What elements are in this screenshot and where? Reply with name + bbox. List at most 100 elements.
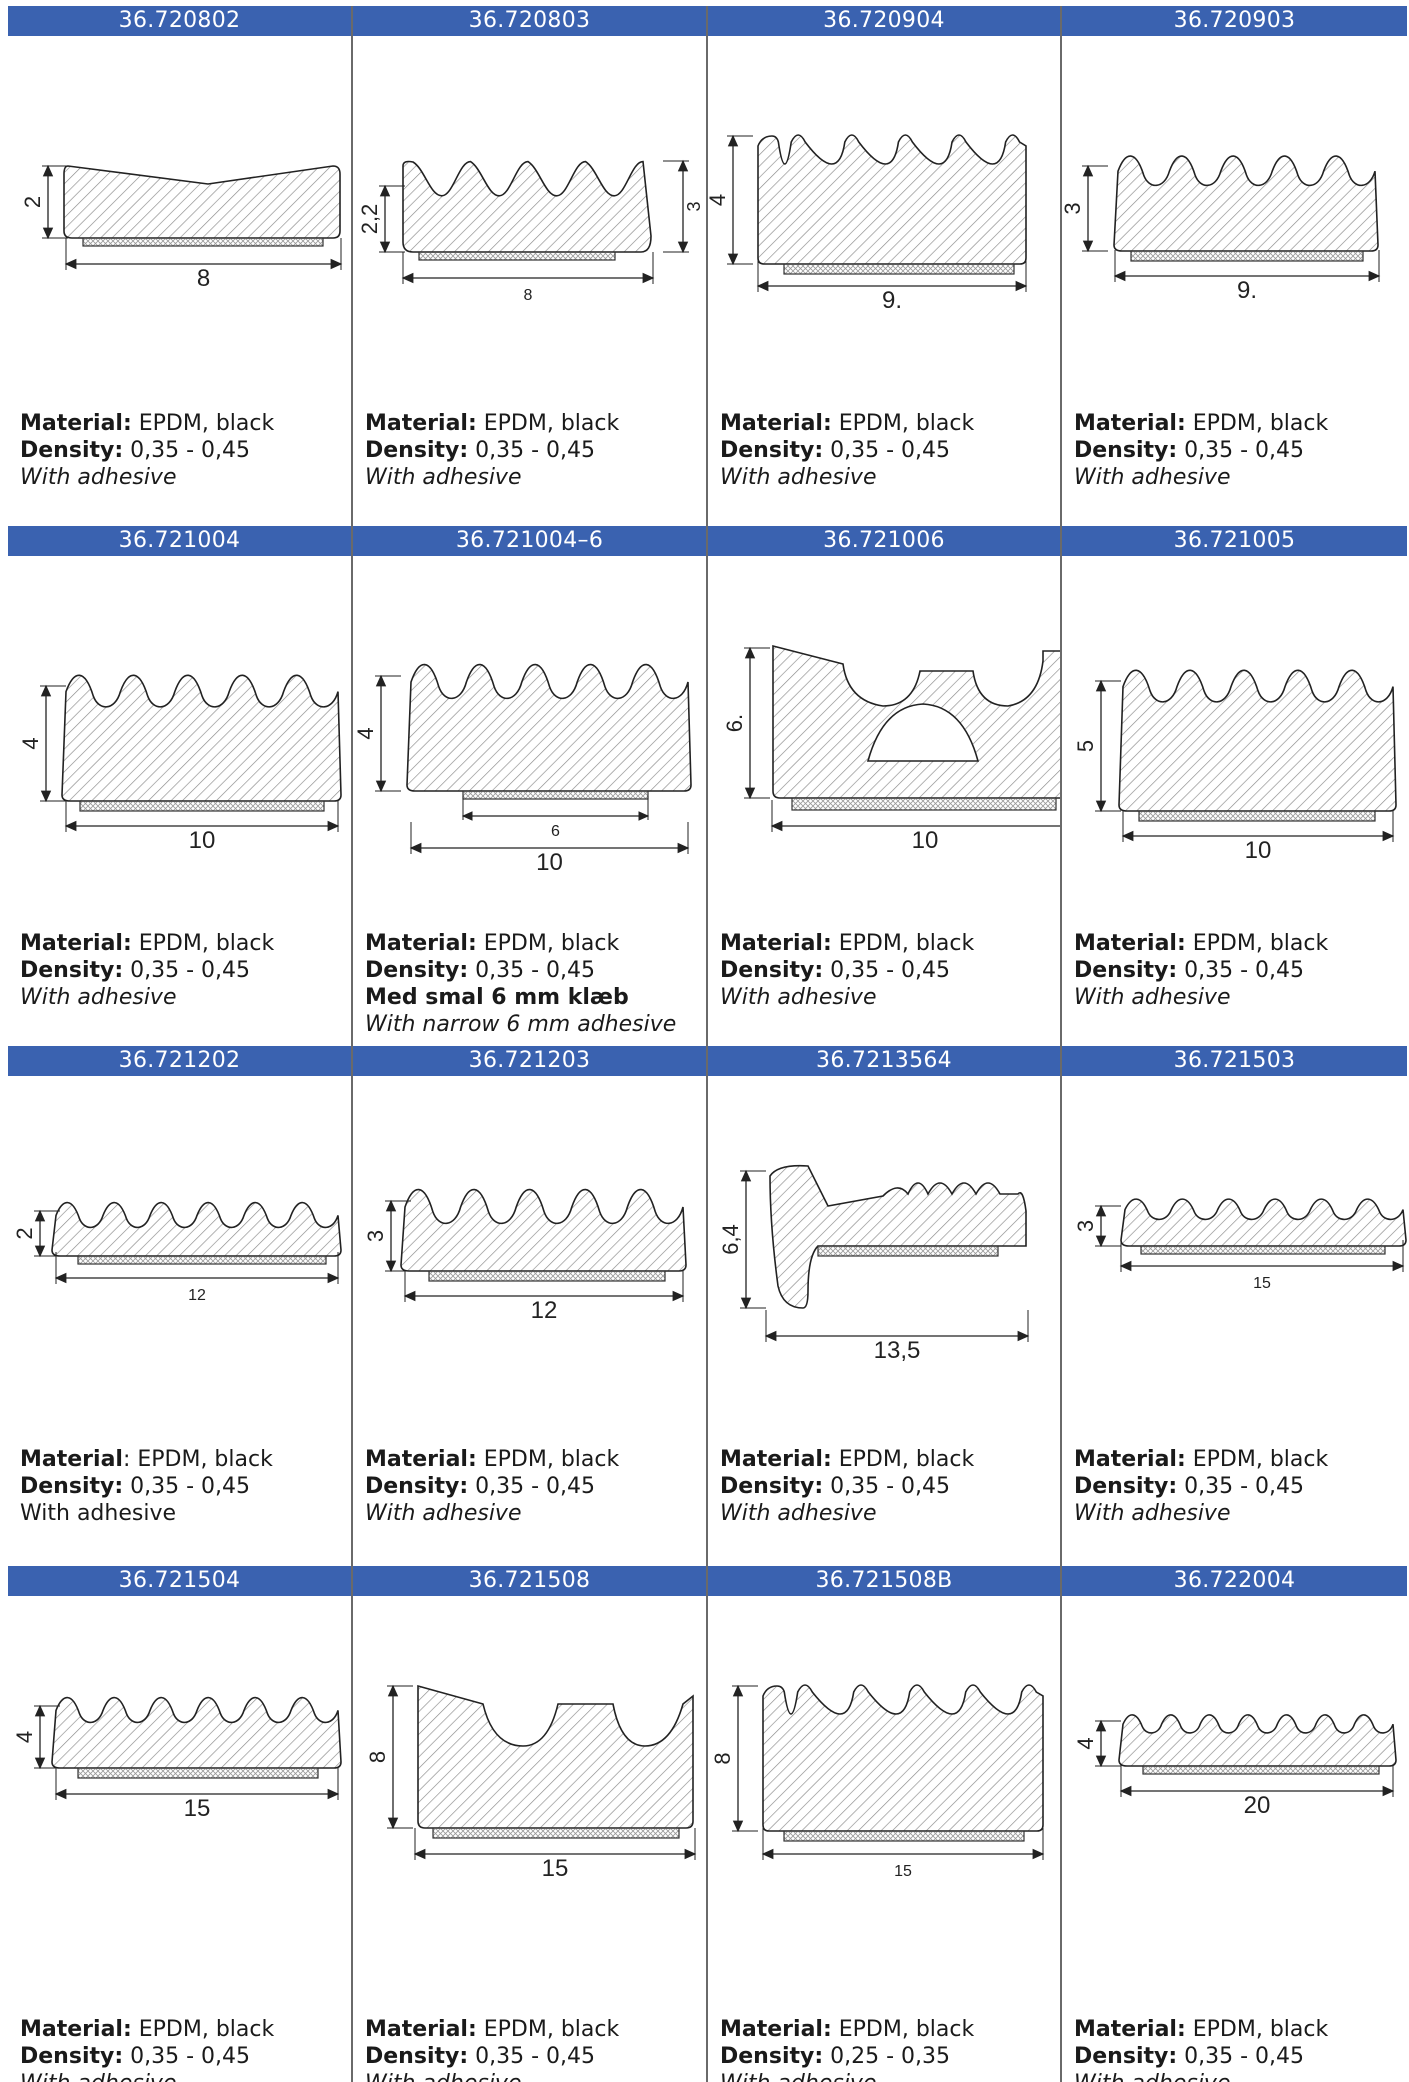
adhesive-note: With adhesive	[1074, 465, 1231, 490]
profile-shape	[406, 663, 692, 792]
density-label: Density:	[365, 2044, 469, 2069]
material-line: Material: EPDM, black	[20, 2016, 345, 2043]
material-line: Material: EPDM, black	[1074, 410, 1401, 437]
density-value: 0,35 - 0,45	[468, 958, 596, 983]
width-dimension: 15	[184, 1795, 211, 1822]
adhesive-strip	[428, 1270, 666, 1282]
width-dimension: 13,5	[874, 1337, 921, 1364]
adhesive-note: With adhesive	[720, 465, 877, 490]
density-label: Density:	[720, 2044, 824, 2069]
adhesive-note: With adhesive	[1074, 2070, 1401, 2082]
adhesive-note: Med smal 6 mm klæb	[365, 985, 629, 1010]
profile-shape	[1118, 669, 1397, 812]
adhesive-strip	[1142, 1765, 1380, 1775]
density-line: Density: 0,35 - 0,45	[20, 957, 345, 984]
profile-drawing: 4 10	[8, 556, 351, 896]
density-label: Density:	[720, 958, 824, 983]
density-line: Density: 0,35 - 0,45	[365, 2043, 700, 2070]
product-code-header: 36.721202	[8, 1046, 351, 1076]
material-label: Material:	[1074, 931, 1186, 956]
width-dimension: 8	[197, 265, 210, 292]
material-value: EPDM, black	[1185, 2017, 1329, 2042]
adhesive-note: With adhesive	[20, 2070, 345, 2082]
material-label: Material:	[20, 411, 132, 436]
height-dimension: 4	[708, 194, 730, 206]
material-line: Material: EPDM, black	[1074, 2016, 1401, 2043]
product-code-header: 36.721504	[8, 1566, 351, 1596]
material-label: Material:	[365, 2017, 477, 2042]
product-card: 36.72090449.Material: EPDM, blackDensity…	[708, 6, 1062, 526]
height-dimension: 4	[353, 727, 378, 739]
density-label: Density:	[20, 1474, 124, 1499]
profile-drawing: 4 10 6	[353, 556, 706, 896]
density-line: Density: 0,35 - 0,45	[1074, 437, 1401, 464]
density-value: 0,35 - 0,45	[468, 438, 596, 463]
profile-shape	[402, 160, 652, 253]
product-code-header: 36.722004	[1062, 1566, 1407, 1596]
density-line: Density: 0,35 - 0,45	[1074, 1473, 1401, 1500]
profile-shape	[61, 674, 342, 802]
density-value: 0,35 - 0,45	[823, 1474, 951, 1499]
width-dimension: 10	[189, 827, 216, 854]
density-label: Density:	[20, 438, 124, 463]
profile-shape	[769, 1164, 1027, 1309]
height-dimension: 4	[18, 737, 43, 749]
height-dimension: 2,2	[357, 204, 382, 235]
adhesive-width-dimension: 6	[551, 823, 560, 840]
product-code-header: 36.721006	[708, 526, 1060, 556]
material-label: Material:	[20, 931, 132, 956]
adhesive-strip	[1130, 250, 1364, 262]
product-code-header: 36.721005	[1062, 526, 1407, 556]
adhesive-strip	[1140, 1245, 1386, 1255]
density-label: Density:	[365, 1474, 469, 1499]
density-value: 0,35 - 0,45	[1177, 958, 1305, 983]
width-dimension: 20	[1244, 1792, 1271, 1819]
material-value: : EPDM, black	[122, 1447, 273, 1472]
density-value: 0,35 - 0,45	[123, 958, 251, 983]
material-line: Material: EPDM, black	[1074, 1446, 1401, 1473]
density-line: Density: 0,35 - 0,45	[720, 437, 1054, 464]
material-line: Material: EPDM, black	[720, 2016, 1054, 2043]
material-value: EPDM, black	[131, 411, 275, 436]
product-code-header: 36.720904	[708, 6, 1060, 36]
width-dimension: 9.	[882, 287, 902, 314]
density-label: Density:	[1074, 438, 1178, 463]
width-dimension: 15	[1253, 1275, 1271, 1292]
material-label: Material:	[20, 2017, 132, 2042]
density-line: Density: 0,35 - 0,45	[720, 1473, 1054, 1500]
density-line: Density: 0,35 - 0,45	[20, 2043, 345, 2070]
density-line: Density: 0,35 - 0,45	[365, 957, 700, 984]
height-dimension: 3	[1062, 202, 1085, 214]
material-label: Material	[20, 1447, 123, 1472]
adhesive-strip	[791, 797, 1057, 811]
density-line: Density: 0,35 - 0,45	[365, 1473, 700, 1500]
width-dimension: 10	[536, 849, 563, 876]
product-code-header: 36.7213564	[708, 1046, 1060, 1076]
material-line: Material: EPDM, black	[365, 930, 700, 957]
material-line: Material: EPDM, black	[720, 1446, 1054, 1473]
product-code-header: 36.721203	[353, 1046, 706, 1076]
adhesive-strip	[82, 237, 324, 247]
adhesive-strip	[817, 1245, 999, 1257]
material-value: EPDM, black	[1185, 411, 1329, 436]
product-code-header: 36.721508	[353, 1566, 706, 1596]
profile-shape	[1120, 1198, 1407, 1247]
height-dimension-2: 3	[684, 201, 704, 211]
material-label: Material:	[720, 411, 832, 436]
adhesive-strip	[462, 790, 649, 800]
